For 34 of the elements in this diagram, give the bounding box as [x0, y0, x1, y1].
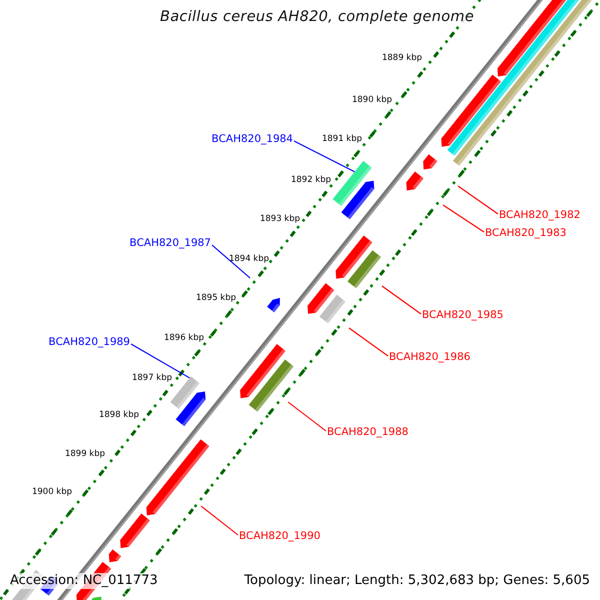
- genome-info-text: Topology: linear; Length: 5,302,683 bp; Genes: 5,605: [242, 573, 592, 589]
- leader-line: [130, 344, 190, 378]
- leader-line: [294, 140, 355, 172]
- gene-label: BCAH820_1983: [485, 227, 566, 239]
- scale-label: 1897 kbp: [132, 373, 172, 383]
- leader-line: [288, 402, 326, 432]
- leader-line: [200, 506, 238, 536]
- leader-line: [382, 286, 422, 314]
- gene-label: BCAH820_1988: [327, 426, 408, 438]
- diagram-title: Bacillus cereus AH820, complete genome: [160, 9, 474, 25]
- leader-line: [458, 186, 498, 214]
- scale-label: 1899 kbp: [64, 449, 106, 459]
- gene-arrow: [332, 160, 372, 206]
- gene-label: BCAH820_1987: [130, 237, 211, 249]
- gene-label: BCAH820_1986: [389, 351, 470, 363]
- scale-label: 1889 kbp: [382, 53, 422, 63]
- scale-label: 1893 kbp: [260, 214, 300, 224]
- gene-label: BCAH820_1990: [239, 530, 320, 542]
- scale-label: 1896 kbp: [164, 333, 204, 343]
- gene-label: BCAH820_1989: [48, 336, 130, 348]
- gene-arrow: [170, 376, 200, 410]
- scale-label: 1892 kbp: [290, 175, 332, 185]
- gene-label: BCAH820_1985: [422, 309, 504, 321]
- scale-label: 1891 kbp: [322, 134, 362, 144]
- leader-line: [348, 328, 388, 356]
- scale-label: 1898 kbp: [98, 410, 140, 420]
- leader-line: [442, 204, 484, 232]
- gene-label: BCAH820_1984: [212, 133, 293, 145]
- gene-label: BCAH820_1982: [499, 209, 580, 221]
- scale-label: 1895 kbp: [196, 293, 236, 303]
- leader-line: [212, 244, 250, 278]
- scale-label: 1894 kbp: [228, 254, 270, 264]
- scale-label: 1890 kbp: [352, 95, 392, 105]
- scale-label: 1900 kbp: [32, 487, 72, 497]
